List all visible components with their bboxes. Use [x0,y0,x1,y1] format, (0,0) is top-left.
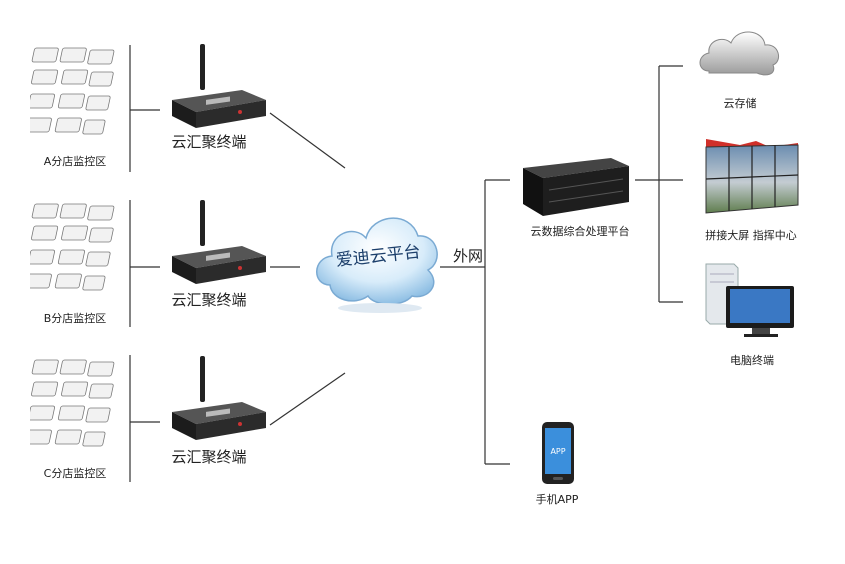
camera-cluster-icon [30,47,115,135]
gateway-b-label: 云汇聚终端 [171,291,247,309]
app-label: 手机APP [535,493,579,506]
zone-a-label: A分店监控区 [43,155,107,168]
zone-b-label: B分店监控区 [43,312,107,325]
desktop-computer-icon [705,263,794,337]
wireless-gateway-icon [172,356,266,440]
wireless-gateway-icon [172,200,266,284]
wireless-gateway-icon [172,44,266,128]
video-wall-icon [705,139,799,214]
gateway-c-label: 云汇聚终端 [171,448,247,466]
network-label: 外网 [452,247,484,265]
server-rack-icon [523,158,629,216]
smartphone-icon: APP [542,422,574,484]
output-storage-label: 云存储 [723,97,757,110]
cloud-storage-icon [699,31,780,76]
output-videowall-label: 拼接大屏 指挥中心 [705,229,797,242]
gateway-a-label: 云汇聚终端 [171,133,247,151]
zone-c-label: C分店监控区 [43,467,107,480]
camera-cluster-icon [30,203,115,291]
app-screen-text: APP [550,447,565,456]
server-label: 云数据综合处理平台 [530,225,630,238]
camera-cluster-icon [30,359,115,447]
cloud-platform-icon [316,217,438,313]
output-computer-label: 电脑终端 [730,354,774,367]
